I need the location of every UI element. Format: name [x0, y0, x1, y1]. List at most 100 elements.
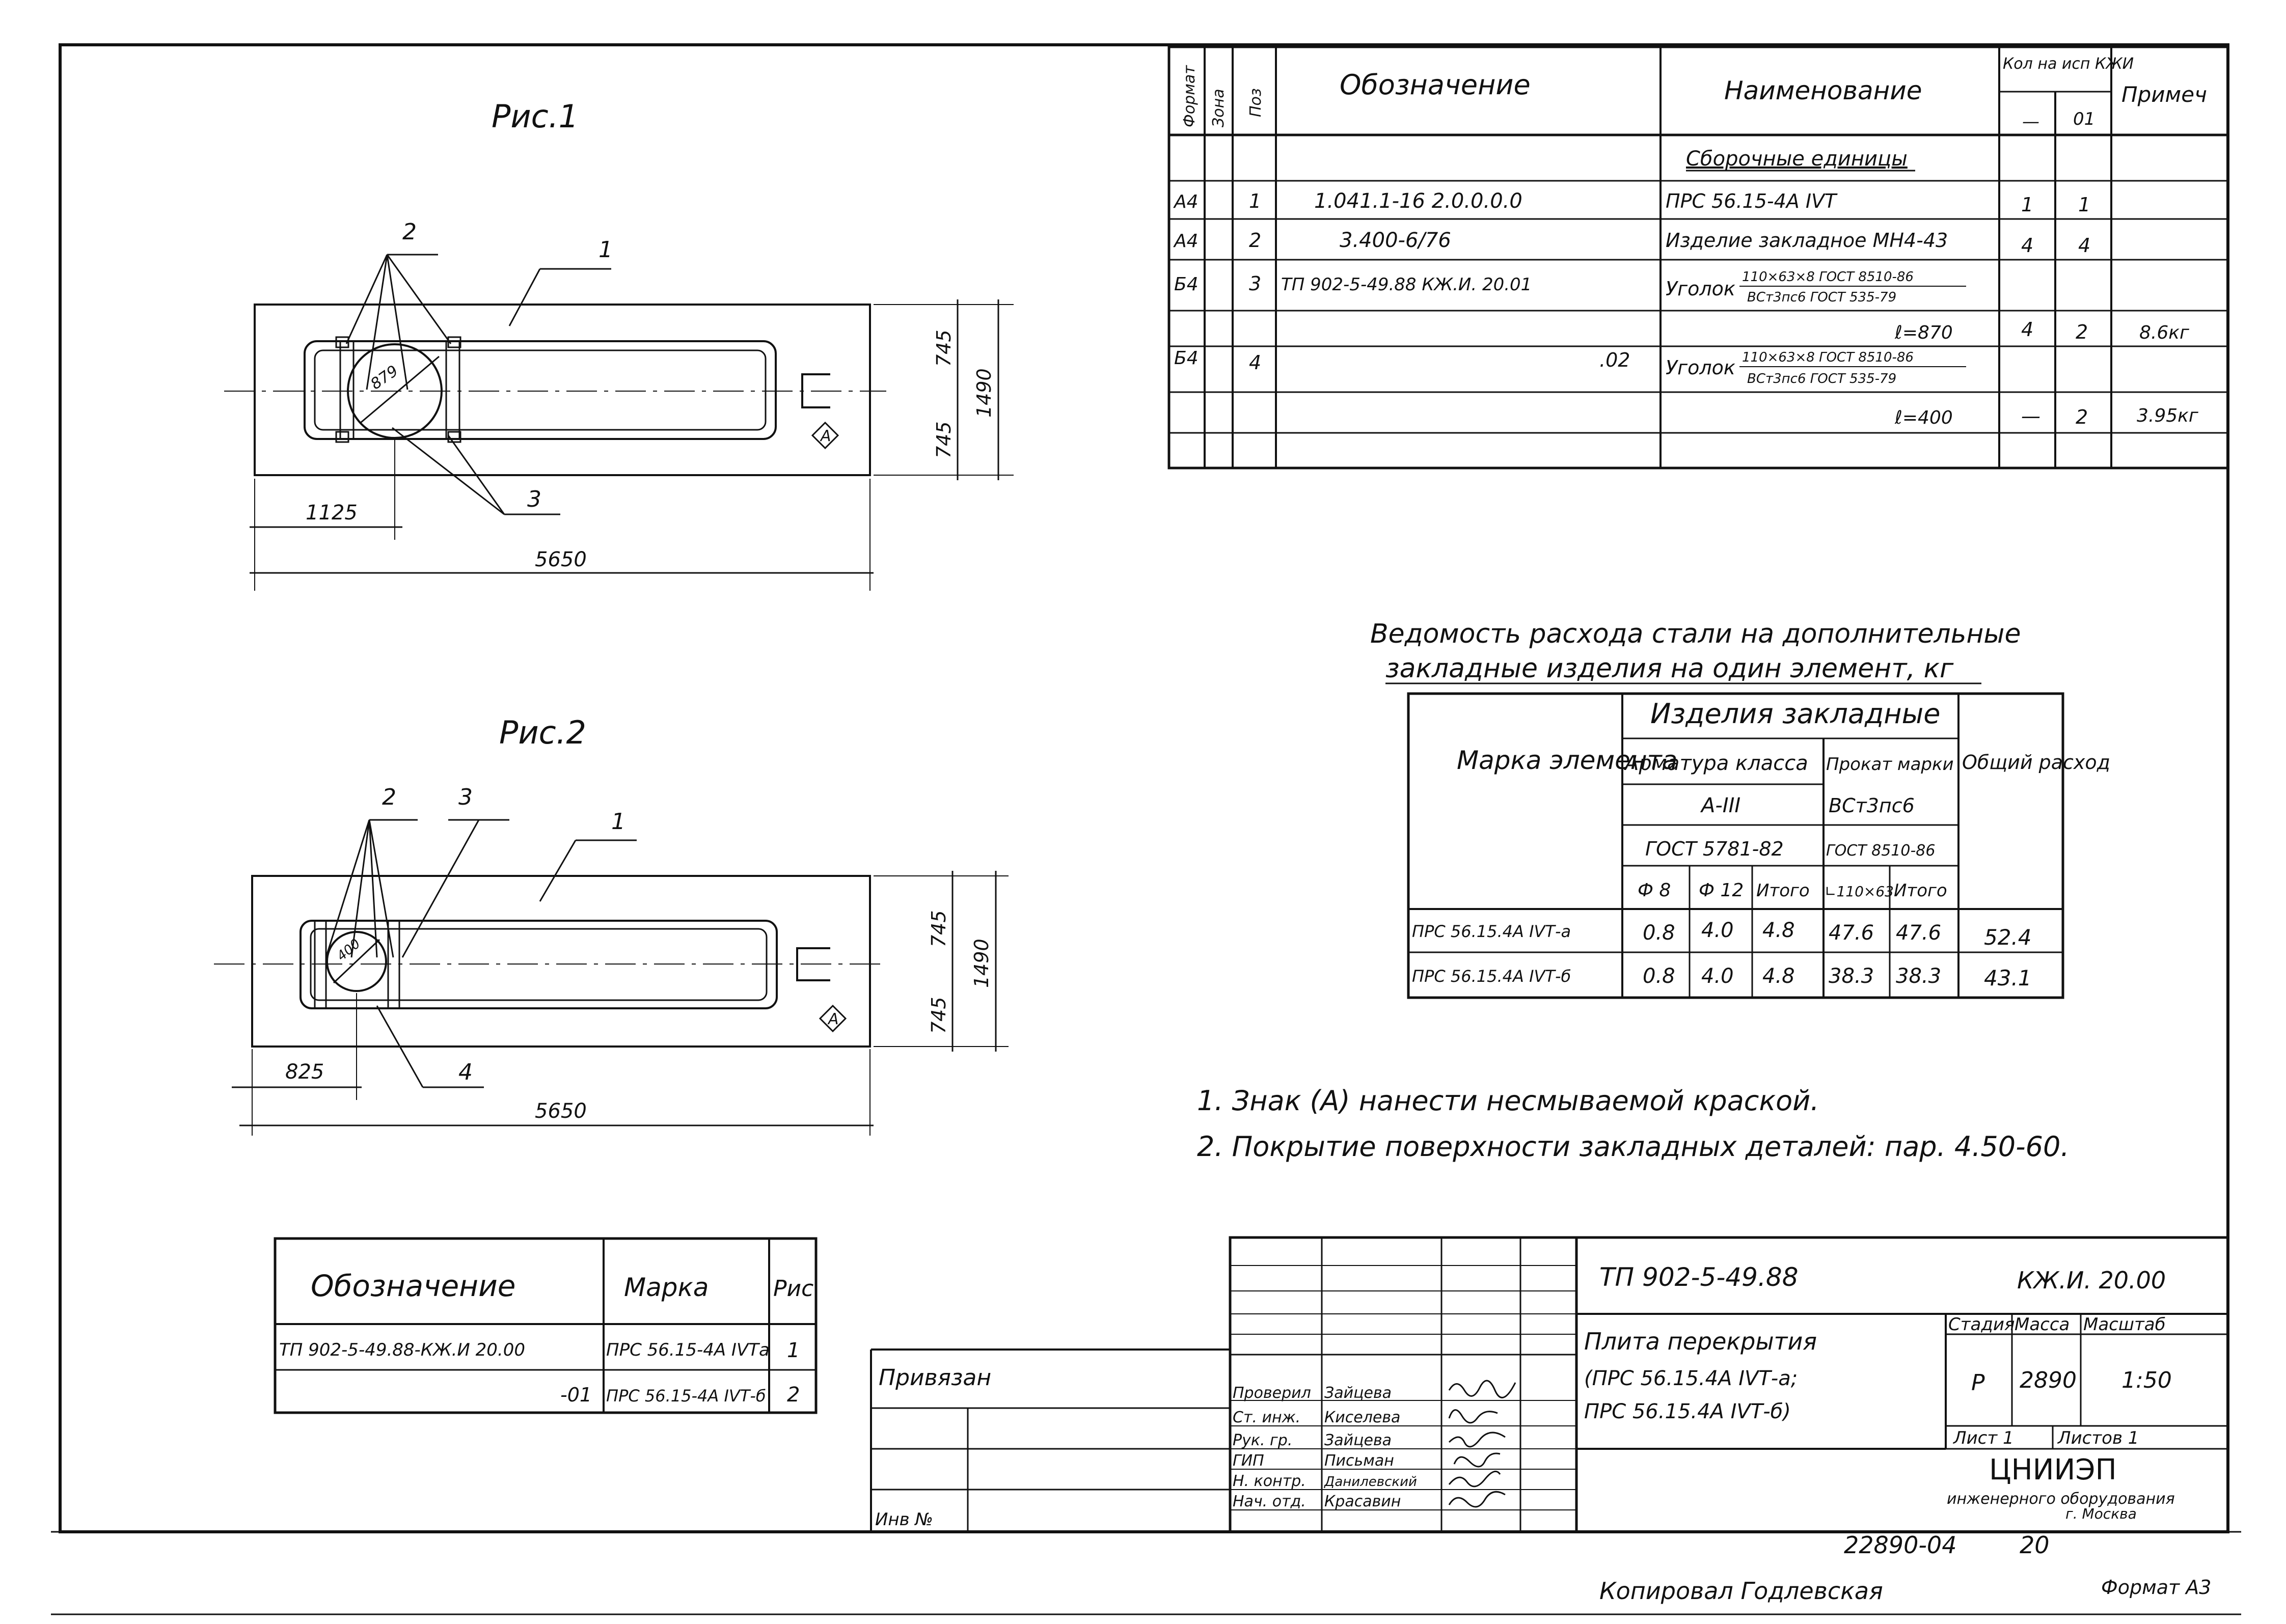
steel-h-rebar-gost: ГОСТ 5781-82 [1645, 838, 1784, 860]
variants-row-fig: 1 [787, 1339, 800, 1362]
title-code: КЖ.И. 20.00 [2017, 1267, 2166, 1294]
spec-row-format: А4 [1173, 231, 1199, 252]
title-stage-h: Стадия [1948, 1314, 2015, 1335]
fig2-leader [325, 819, 370, 958]
steel-row-value: 52.4 [1984, 925, 2032, 950]
variants-row-designation: -01 [560, 1384, 592, 1406]
spec-row: ℓ=870 4 2 8.6кг [1894, 318, 2190, 343]
fig2-angle-right [387, 920, 400, 1009]
title-org2: инженерного оборудования [1947, 1490, 2175, 1508]
spec-row-name: Изделие закладное МН4-43 [1666, 229, 1948, 252]
role-label: Проверил [1233, 1384, 1311, 1402]
title-org3: г. Москва [2065, 1505, 2137, 1522]
title-scale-h: Масштаб [2083, 1314, 2166, 1335]
spec-h-note: Примеч [2121, 82, 2207, 107]
role-name: Данилевский [1324, 1474, 1417, 1490]
fig1-dia-label: 879 [367, 362, 401, 394]
fig1-callout-1: 1 [598, 237, 613, 263]
role-label: ГИП [1233, 1452, 1264, 1470]
steel-h-roll: Прокат марки [1826, 754, 1954, 775]
spec-row-name: ПРС 56.15-4А IVТ [1666, 190, 1838, 212]
steel-row-value: 4.8 [1762, 919, 1795, 942]
fig1-angle-left [339, 340, 355, 440]
fig1-dim-offset-label: 1125 [306, 501, 358, 525]
role-name: Красавин [1324, 1493, 1401, 1510]
fig2-callout-2: 2 [382, 784, 396, 810]
note-2: 2. Покрытие поверхности закладных детале… [1197, 1131, 2070, 1163]
fig1-leader [366, 254, 388, 390]
spec-row-note: 8.6кг [2139, 322, 2190, 343]
fig1-mark-diamond [811, 421, 839, 450]
fig2-angle-left [314, 920, 327, 1009]
spec-row-format: А4 [1173, 191, 1199, 212]
spec-row-name-top: 110×63×8 ГОСТ 8510-86 [1742, 350, 1914, 365]
spec-row-name-bot: ВСт3пс6 ГОСТ 535-79 [1747, 371, 1896, 387]
fig1-callout-3: 3 [527, 486, 541, 512]
spec-row-q1: 4 [2021, 318, 2033, 341]
spec-h-qty: Кол на исп КЖИ [2003, 55, 2134, 73]
variants-row-mark: ПРС 56.15-4А IVТа [606, 1340, 770, 1360]
note-1: 1. Знак (А) нанести несмываемой краской. [1197, 1085, 1819, 1117]
figure-2: Рис.2 400 A 2 3 1 4 5650 825 [214, 714, 1009, 1136]
title-sheet: Лист 1 [1952, 1428, 2014, 1448]
spec-row-q1: 4 [2021, 234, 2033, 257]
steel-table: Ведомость расхода стали на дополнительны… [1370, 619, 2110, 999]
steel-row: ПРС 56.15.4А IVТ-а 0.8 4.0 4.8 47.6 47.6… [1412, 919, 2032, 950]
footer-format: Формат А3 [2101, 1576, 2211, 1599]
spec-h-qty-b: 01 [2073, 109, 2095, 129]
fig1-title: Рис.1 [492, 98, 579, 135]
inventory-label: Инв № [875, 1509, 933, 1530]
steel-row-value: 0.8 [1643, 921, 1675, 945]
steel-col-header: Итого [1756, 880, 1810, 901]
variants-h-mark: Марка [624, 1273, 709, 1302]
role-label: Ст. инж. [1233, 1409, 1300, 1426]
title-roles: Проверил Зайцева Ст. инж. Киселева Рук. … [1233, 1384, 1417, 1510]
spec-row-q1: — [2021, 405, 2040, 427]
spec-row-q1: 1 [2021, 194, 2033, 216]
fig2-leader [368, 819, 394, 958]
title-mass-h: Масса [2015, 1314, 2070, 1335]
steel-row-value: 47.6 [1896, 921, 1941, 945]
steel-row-value: 0.8 [1643, 965, 1675, 988]
steel-row: ПРС 56.15.4А IVТ-б 0.8 4.0 4.8 38.3 38.3… [1412, 965, 2032, 990]
role-name: Письман [1324, 1452, 1394, 1470]
variants-border [274, 1237, 818, 1414]
steel-row-value: 47.6 [1829, 921, 1874, 945]
fig2-mark-label: A [827, 1010, 839, 1028]
fig2-recess [796, 947, 830, 981]
spec-row-name-top: 110×63×8 ГОСТ 8510-86 [1742, 269, 1914, 285]
title-stage: Р [1971, 1370, 1985, 1396]
spec-row-name: ℓ=870 [1894, 322, 1953, 343]
title-org1: ЦНИИЭП [1989, 1453, 2117, 1487]
fig2-dim-height-label: 1490 [970, 939, 993, 988]
fig2-leader [401, 819, 480, 958]
steel-row-value: 4.0 [1701, 919, 1734, 942]
steel-row-value: 38.3 [1829, 965, 1874, 988]
signature [1448, 1432, 1506, 1448]
spec-row-name: ℓ=400 [1894, 407, 1953, 428]
fig1-loop [304, 340, 777, 440]
binding-label: Привязан [879, 1365, 991, 1391]
fig2-dim-offset-label: 825 [285, 1060, 324, 1084]
steel-row-mark: ПРС 56.15.4А IVТ-б [1412, 967, 1571, 986]
binding-block: Привязан Инв № [870, 1348, 1230, 1532]
variants-table: Обозначение Марка Рис ТП 902-5-49.88-КЖ.… [274, 1237, 818, 1414]
fig1-mark-label: A [820, 427, 831, 445]
spec-section: Сборочные единицы [1686, 147, 1908, 171]
fig1-plate [447, 431, 461, 443]
fig1-leader [447, 435, 505, 515]
spec-row: ℓ=400 — 2 3.95кг [1894, 405, 2199, 428]
specification-table: Формат Зона Поз Обозначение Наименование… [1167, 45, 2229, 470]
fig1-recess [801, 373, 830, 408]
spec-row-name: Уголок [1666, 278, 1735, 300]
spec-row-pos: 1 [1249, 190, 1261, 212]
spec-row-q2: 2 [2076, 406, 2088, 428]
notes: 1. Знак (А) нанести несмываемой краской.… [1197, 1085, 2070, 1163]
spec-row: А4 2 3.400-6/76 Изделие закладное МН4-43… [1173, 229, 2090, 257]
role-label: Нач. отд. [1233, 1493, 1306, 1510]
title-border [1229, 1236, 2229, 1533]
spec-row-format: Б4 [1174, 274, 1199, 295]
footer-page: 20 [2020, 1531, 2050, 1559]
fig1-loop-inner [314, 349, 767, 431]
steel-h-roll-gost: ГОСТ 8510-86 [1826, 842, 1935, 860]
